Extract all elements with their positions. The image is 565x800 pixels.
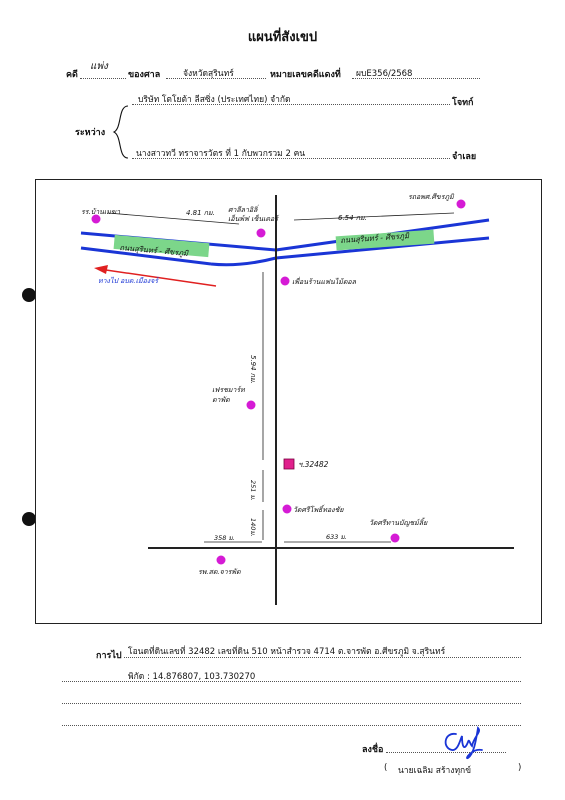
sign-dots: [386, 752, 506, 753]
plaintiff-name: บริษัท โตโยต้า ลีสซิ่ง (ประเทศไทย) จำกัด: [138, 95, 291, 105]
marker-center-icon: [246, 400, 256, 410]
marker-mid-icon: [280, 276, 290, 286]
marker-top-mid-icon: [256, 228, 266, 238]
case-label: คดี: [66, 70, 78, 80]
brace-icon: [112, 105, 129, 159]
road-label-right-bg: [335, 229, 435, 251]
defendant-name: นางสาวทวี ทราจารวัตร ที่ 1 กับพวกรวม 2 ค…: [136, 149, 306, 159]
coordinates-text: พิกัด : 14.876807, 103.730270: [128, 672, 256, 682]
landmark-top-right: รถอพศ.ศีขรภูมิ: [408, 193, 454, 201]
plaintiff-dots: [132, 104, 450, 105]
case-type: แพ่ง: [90, 61, 108, 72]
land-parcel-icon: [283, 458, 295, 470]
direction-arrow-line: [105, 269, 217, 287]
direction-label: ทางไป อบต.เมืองจร์: [98, 277, 159, 285]
coordinates-dots: [62, 681, 521, 682]
marker-top-right-icon: [456, 199, 466, 209]
plaintiff-label: โจทก์: [452, 98, 474, 108]
marker-top-left-icon: [91, 214, 101, 224]
signature-icon: [444, 726, 483, 760]
direction-arrow-icon: [94, 265, 108, 274]
map-frame: รร.บ้านเมฆา 4.81 กม. ศาลีลาอิลิ่ เอ็นพ์ฟ…: [35, 179, 542, 624]
landmark-center-1: เฟรชมาร์ท: [212, 386, 245, 394]
defendant-dots: [132, 158, 450, 159]
red-case-number: ผบE356/2568: [356, 69, 413, 79]
landmark-bottom: รพ.สต.จารพัต: [198, 568, 241, 576]
between-label: ระหว่าง: [75, 128, 106, 138]
case-type-dots: [80, 78, 126, 79]
road-left-lower: [80, 246, 212, 266]
landmark-center-2: ตาพัด: [212, 396, 230, 404]
dist-bottom-right-label: 633 ม.: [326, 533, 347, 541]
destination-dots: [124, 657, 521, 658]
page-title: แผนที่สังเขป: [247, 30, 318, 45]
landmark-top-left: รร.บ้านเมฆา: [81, 208, 121, 216]
dist-lower-label: 251 ม.: [249, 480, 257, 501]
punch-hole-bottom: [22, 512, 36, 526]
landmark-bottom-right: วัดศรีทานบัญชม์ลิ้ย: [369, 519, 428, 527]
signer-close-paren: ): [518, 763, 522, 773]
red-case-dots: [352, 78, 480, 79]
court-name: จังหวัดสุรินทร์: [183, 69, 234, 79]
dist-vertical-label: 5.94 กม.: [249, 355, 257, 384]
destination-label: การไป: [96, 651, 122, 661]
dist-near-label: 140ม.: [249, 518, 257, 537]
red-case-label: หมายเลขคดีแดงที่: [270, 70, 341, 80]
defendant-label: จำเลย: [452, 152, 477, 162]
signer-open-paren: (: [384, 763, 388, 773]
dist-left-arrow: [107, 212, 240, 225]
landmark-mid: เพื่อนร้านแฟนไม้ตอล: [292, 278, 356, 286]
map-canvas: [80, 195, 514, 605]
destination-text: โอนดที่ดินเลขที่ 32482 เลขที่ดิน 510 หน้…: [128, 647, 446, 657]
dist-left-label: 4.81 กม.: [186, 209, 215, 217]
blank-line-2: [62, 725, 521, 726]
marker-bottom-icon: [216, 555, 226, 565]
court-label: ของศาล: [128, 70, 161, 80]
landmark-temple: วัดศรีโพธิ์ทองชัย: [293, 506, 344, 514]
marker-bottom-right-icon: [390, 533, 400, 543]
dist-right-label: 6.54 กม.: [338, 214, 367, 222]
landmark-top-mid-label: ศาลีลาอิลิ่ เอ็นพ์ฟ เซ็นเตอร์: [228, 206, 278, 224]
landmark-top-mid-1: ศาลีลาอิลิ่: [228, 206, 258, 214]
court-dots: [166, 78, 266, 79]
marker-temple-icon: [282, 504, 292, 514]
road-label-left-bg: [113, 234, 210, 258]
dist-right-arrow: [293, 212, 455, 221]
blank-line-1: [62, 703, 521, 704]
signer-name: นายเฉลิม สร้างทุกข์: [398, 766, 472, 776]
landmark-center-label: เฟรชมาร์ท ตาพัด: [212, 385, 245, 405]
landmark-top-mid-2: เอ็นพ์ฟ เซ็นเตอร์: [228, 215, 279, 223]
sign-label: ลงชื่อ: [362, 745, 384, 755]
land-parcel-label: ฯ.32482: [298, 460, 329, 469]
punch-hole-top: [22, 288, 36, 302]
dist-bottom-left-label: 358 ม.: [214, 534, 235, 542]
